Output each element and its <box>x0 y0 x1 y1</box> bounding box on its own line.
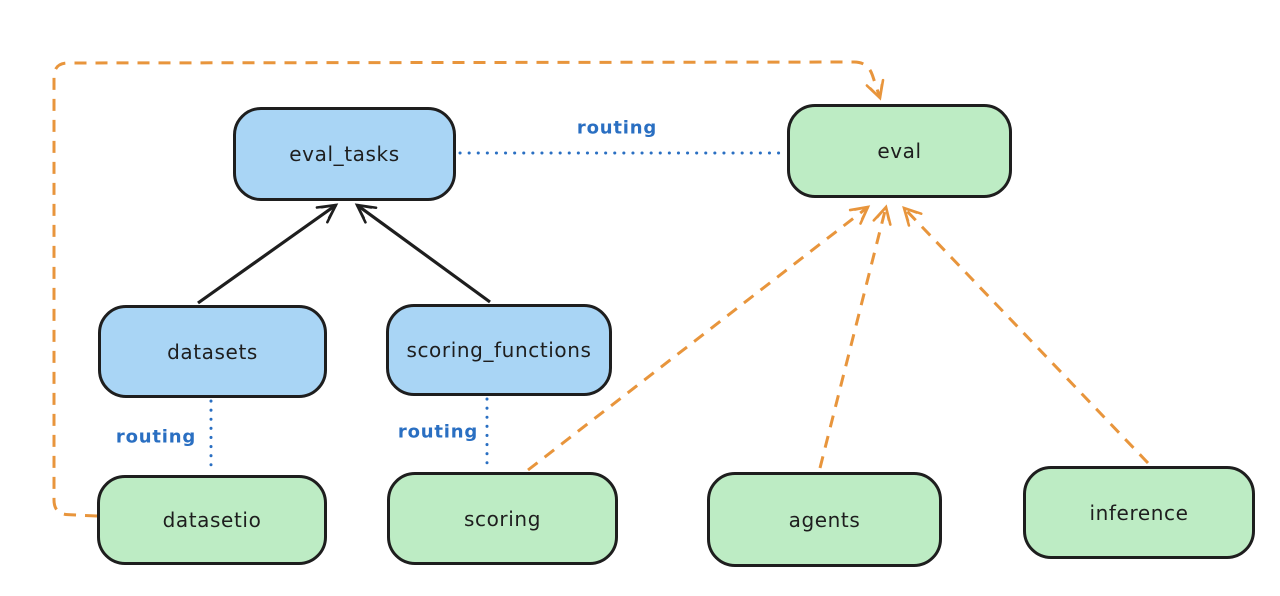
node-label-agents: agents <box>788 507 861 532</box>
routing-label: routing <box>397 421 479 443</box>
node-agents: agents <box>707 472 942 567</box>
edge-datasets-to-eval_tasks <box>197 203 339 305</box>
node-scoring_functions: scoring_functions <box>386 304 612 396</box>
node-label-datasets: datasets <box>167 339 258 364</box>
routing-label: routing <box>115 426 197 448</box>
edge-datasetio-to-eval <box>52 60 885 518</box>
edge-agents-to-eval <box>818 204 892 469</box>
node-label-datasetio: datasetio <box>162 508 262 532</box>
routing-label: routing <box>576 117 658 139</box>
node-datasets: datasets <box>98 305 327 398</box>
node-label-eval_tasks: eval_tasks <box>289 142 400 166</box>
edge-scoring_functions-to-eval_tasks <box>354 203 491 304</box>
node-label-eval: eval <box>877 139 922 163</box>
node-inference: inference <box>1023 466 1255 559</box>
node-eval: eval <box>787 104 1012 198</box>
edge-inference-to-eval <box>902 205 1150 465</box>
node-label-scoring: scoring <box>463 506 541 531</box>
node-datasetio: datasetio <box>97 475 327 565</box>
node-label-scoring_functions: scoring_functions <box>406 338 592 362</box>
node-scoring: scoring <box>387 472 618 565</box>
node-label-inference: inference <box>1089 500 1189 525</box>
node-eval_tasks: eval_tasks <box>233 107 456 201</box>
